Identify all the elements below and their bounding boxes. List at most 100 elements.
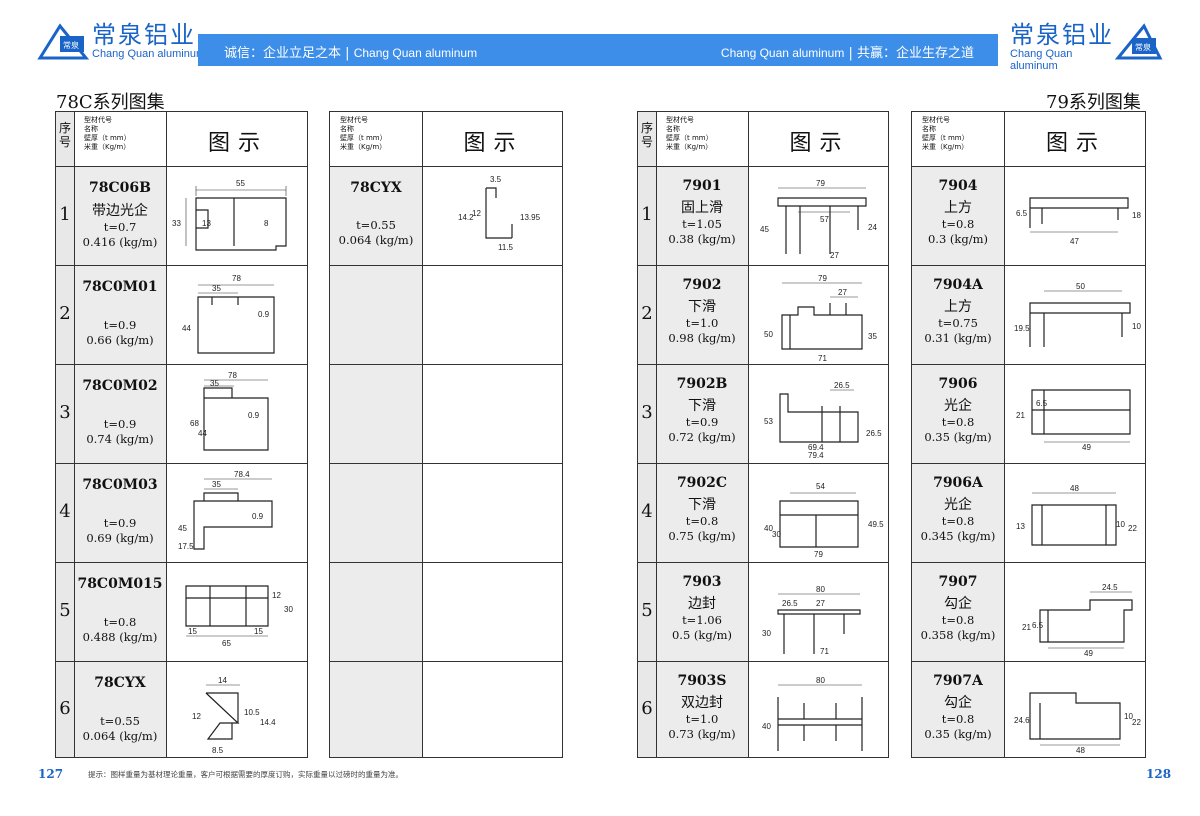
svg-text:14.4: 14.4 — [260, 718, 276, 727]
svg-text:6.5: 6.5 — [1016, 209, 1028, 218]
profile-code: 78C0M03 — [82, 477, 158, 493]
svg-text:26.5: 26.5 — [782, 599, 798, 608]
svg-text:79: 79 — [818, 274, 827, 283]
profile-code: 78C06B — [89, 180, 151, 196]
profile-code: 7906 — [938, 376, 978, 392]
profile-code: 78CYX — [350, 180, 402, 196]
logo-en-right: Chang Quan aluminum — [1010, 48, 1073, 72]
svg-text:8: 8 — [264, 219, 269, 228]
svg-text:26.5: 26.5 — [866, 429, 882, 438]
spec-header: 型材代号名称 壁厚（t mm）米重（Kg/m） — [340, 116, 387, 151]
svg-text:0.9: 0.9 — [248, 411, 260, 420]
profile-drawing: 79 27 50 35 71 — [764, 274, 877, 363]
svg-text:27: 27 — [816, 599, 825, 608]
svg-text:30: 30 — [762, 629, 771, 638]
drawing-header: 图示 — [207, 131, 268, 156]
svg-text:19.5: 19.5 — [1014, 324, 1030, 333]
svg-text:44: 44 — [182, 324, 191, 333]
profile-name: 双边封 — [681, 695, 723, 711]
svg-text:27: 27 — [830, 251, 839, 260]
profile-drawing: 80 40 — [762, 676, 863, 751]
svg-text:27: 27 — [838, 288, 847, 297]
svg-text:78.4: 78.4 — [234, 470, 250, 479]
svg-text:17.5: 17.5 — [178, 542, 194, 551]
profile-code: 78C0M01 — [82, 279, 158, 295]
svg-text:24: 24 — [868, 223, 877, 232]
svg-text:24.5: 24.5 — [1102, 583, 1118, 592]
profile-code: 7904A — [933, 277, 983, 293]
svg-text:26.5: 26.5 — [834, 381, 850, 390]
profile-name: 勾企 — [944, 695, 972, 711]
profile-drawing: 3.5 14.2 12 13.95 11.5 — [458, 175, 541, 252]
svg-text:78: 78 — [232, 274, 241, 283]
svg-text:14.2: 14.2 — [458, 213, 474, 222]
profile-name: 下滑 — [688, 398, 716, 414]
profile-name: 下滑 — [688, 497, 716, 513]
svg-text:21: 21 — [1016, 411, 1025, 420]
profile-name: 光企 — [944, 497, 972, 513]
svg-text:44: 44 — [198, 429, 207, 438]
logo-cn: 常泉铝业 — [92, 21, 196, 49]
svg-text:45: 45 — [760, 225, 769, 234]
svg-text:79.4: 79.4 — [808, 451, 824, 460]
svg-text:49.5: 49.5 — [868, 520, 884, 529]
banner-en-right: Chang Quan aluminum — [720, 46, 845, 60]
profile-drawing: 6.5 18 47 — [1016, 197, 1141, 246]
profile-name: 边封 — [688, 596, 716, 612]
profile-name: 上方 — [944, 299, 972, 315]
drawing-header: 图示 — [463, 131, 524, 156]
svg-text:15: 15 — [254, 627, 263, 636]
svg-text:13.95: 13.95 — [520, 213, 541, 222]
svg-text:68: 68 — [190, 419, 199, 428]
logo-mark-icon: 常泉 — [1114, 23, 1163, 60]
svg-text:78: 78 — [228, 371, 237, 380]
profile-drawing: 54 40 30 49.5 79 — [764, 482, 884, 559]
svg-text:35: 35 — [868, 332, 877, 341]
right-main-table: 序号 型材代号名称 壁厚（t mm）米重（Kg/m） 图示 1 7901 固上滑… — [637, 111, 889, 758]
svg-text:0.9: 0.9 — [258, 310, 270, 319]
profile-drawing: 78.4 35 45 17.5 0.9 — [178, 470, 273, 551]
svg-text:12: 12 — [192, 712, 201, 721]
row-number: 1 — [59, 204, 71, 225]
footnote: 提示：图样重量为基材理论重量，客户可根据需要的厚度订购，实际重量以过磅时的重量为… — [88, 770, 403, 779]
svg-text:10: 10 — [1124, 712, 1133, 721]
left-main-table: 序号 型材代号名称 壁厚（t mm）米重（Kg/m） 图示 1 78C06B 带… — [55, 111, 308, 758]
page-number-right: 128 — [1146, 767, 1172, 781]
profile-code: 7903S — [677, 673, 727, 689]
svg-text:13: 13 — [202, 219, 211, 228]
svg-text:8.5: 8.5 — [212, 746, 224, 755]
svg-text:13: 13 — [1016, 522, 1025, 531]
profile-code: 7906A — [933, 475, 983, 491]
svg-text:6.5: 6.5 — [1036, 399, 1048, 408]
profile-name: 上方 — [944, 200, 972, 216]
svg-text:30: 30 — [772, 530, 781, 539]
svg-text:10: 10 — [1132, 322, 1141, 331]
profile-drawing: 24.5 21 6.5 49 — [1022, 583, 1133, 658]
svg-text:80: 80 — [816, 676, 825, 685]
svg-text:14: 14 — [218, 676, 227, 685]
logo-cn-right: 常泉铝业 — [1010, 21, 1114, 49]
profile-code: 7902C — [676, 475, 728, 491]
profile-drawing: 55 33 13 8 — [172, 179, 287, 251]
profile-drawing: 80 26.5 27 30 71 — [762, 585, 861, 656]
logo-en: Chang Quan aluminum — [92, 48, 206, 60]
profile-drawing: 26.5 53 26.5 69.4 79.4 — [764, 381, 882, 460]
profile-code: 78CYX — [94, 675, 146, 691]
profile-drawing: 79 57 45 24 27 — [760, 179, 877, 260]
svg-text:48: 48 — [1070, 484, 1079, 493]
profile-name: 下滑 — [688, 299, 716, 315]
svg-text:69.4: 69.4 — [808, 443, 824, 452]
svg-text:54: 54 — [816, 482, 825, 491]
spec-header: 型材代号名称 壁厚（t mm）米重（Kg/m） — [84, 116, 131, 151]
banner-slogan-left: 诚信：企业立足之本 — [224, 46, 342, 61]
svg-text:33: 33 — [172, 219, 181, 228]
svg-text:80: 80 — [816, 585, 825, 594]
svg-text:50: 50 — [764, 330, 773, 339]
left-series-title: 78C系列图集 — [56, 92, 165, 113]
profile-code: 7907 — [938, 574, 978, 590]
header-banner: 诚信：企业立足之本 | Chang Quan aluminum Chang Qu… — [198, 34, 998, 66]
profile-drawing: 24.6 10 22 48 — [1014, 692, 1141, 755]
seq-header: 序号 — [58, 121, 71, 149]
spec-header: 型材代号名称 壁厚（t mm）米重（Kg/m） — [666, 116, 713, 151]
